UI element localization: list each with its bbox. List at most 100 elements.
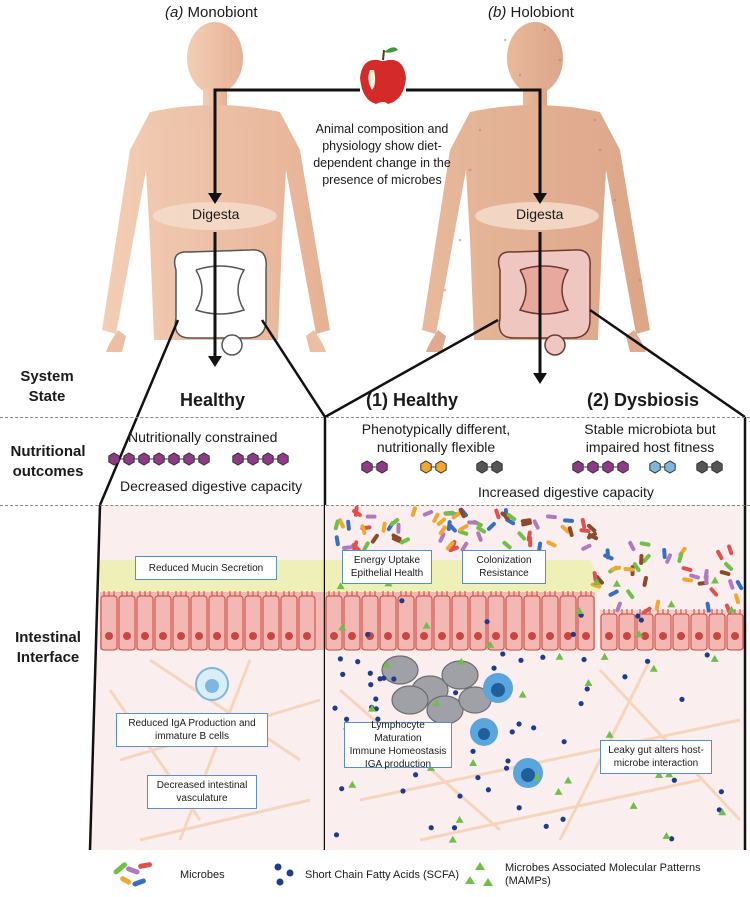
cell-nucleus [474, 632, 482, 640]
scfa-dot [399, 598, 405, 604]
epithelial-cell [172, 595, 190, 651]
separator-bottom [0, 505, 750, 506]
scfa-dot [470, 748, 476, 754]
epithelial-cell [451, 595, 469, 651]
cell-nucleus [213, 632, 221, 640]
scfa-dot [531, 725, 537, 731]
microbe [728, 579, 735, 590]
scfa-dot [475, 774, 481, 781]
flow-arrows [213, 88, 542, 375]
nutrient-hexagon [711, 460, 723, 474]
zoom-lines [98, 308, 746, 506]
microbe [517, 531, 527, 541]
nutrient-hexagon [153, 452, 165, 466]
microbe [500, 511, 510, 521]
scfa-dot [391, 676, 397, 682]
microbe [342, 545, 354, 550]
epithelial-cell [154, 595, 172, 651]
cell-nucleus [249, 632, 257, 640]
microbe [467, 520, 479, 525]
legend-mamp-icon [465, 862, 493, 886]
microbe [641, 606, 652, 615]
mamp-triangle [382, 660, 391, 668]
microbe [438, 532, 446, 543]
microbe [436, 517, 447, 526]
epithelial-cell [541, 595, 559, 651]
holobiont-header: (b) Holobiont [488, 4, 574, 21]
scfa-dot [570, 631, 576, 638]
scfa-dot [457, 793, 463, 799]
cell-nucleus [492, 632, 500, 640]
scfa-dot [516, 805, 522, 811]
scfa-dot [718, 789, 724, 795]
epithelial-cell [100, 595, 118, 651]
mamp-triangle [554, 787, 563, 795]
scfa-dot [412, 772, 419, 778]
scfa-dots [332, 598, 724, 842]
microbe [560, 524, 570, 534]
nutrient-hexagon [232, 452, 244, 466]
microbe [352, 509, 362, 517]
cell-nucleus [713, 632, 721, 640]
scfa-dot [491, 665, 497, 671]
microbe [528, 536, 533, 548]
nutrient-hexagon [649, 460, 661, 474]
epithelial-cell [505, 595, 523, 651]
scfa-dot [584, 686, 590, 692]
microbe [365, 514, 377, 519]
mamp-triangle [592, 578, 601, 586]
mamp-triangle [605, 730, 614, 738]
cell-nucleus [177, 632, 185, 640]
scfa-dot [375, 716, 381, 722]
microbe [665, 553, 672, 564]
mamp-triangle [629, 801, 638, 809]
microbe [545, 514, 557, 520]
microbe [639, 553, 644, 565]
scfa-dot [365, 631, 371, 638]
microbe [581, 543, 592, 551]
state-healthy-mono: Healthy [180, 390, 246, 410]
epithelial-cell [577, 595, 595, 651]
scfa-dot [339, 786, 345, 792]
epithelial-cell [262, 595, 280, 651]
scfa-dot [337, 656, 343, 662]
microbe [334, 535, 340, 547]
mamp-triangle [455, 815, 464, 823]
nutrient-hexagons [108, 452, 723, 474]
cell-nucleus [677, 632, 685, 640]
mamp-triangle [600, 652, 609, 660]
epithelial-cell [523, 595, 541, 651]
microbe [360, 524, 367, 535]
mamp-triangle [336, 582, 345, 590]
scfa-dot [540, 654, 546, 660]
microbe [458, 524, 469, 532]
nutrient-hexagon [262, 452, 274, 466]
microbe [735, 580, 744, 591]
mamp-triangle [718, 808, 727, 816]
cell-nucleus [641, 632, 649, 640]
digesta-band-right [475, 202, 599, 230]
scfa-dot [500, 651, 506, 657]
microbe [451, 511, 462, 520]
mamp-triangle [727, 605, 736, 613]
microbe [346, 519, 351, 531]
legend-scfa-label: Short Chain Fatty Acids (SCFA) [305, 869, 460, 881]
cell-nucleus [159, 632, 167, 640]
nutrient-hexagon [108, 452, 120, 466]
epithelial-cell [244, 595, 262, 651]
scfa-dot [367, 670, 373, 676]
microbe [458, 507, 466, 519]
scfa-dot [516, 721, 522, 727]
state-healthy-holo: (1) Healthy [366, 390, 459, 410]
box-mucin: Reduced Mucin Secretion [135, 556, 277, 580]
box-leaky: Leaky gut alters host-microbe interactio… [600, 740, 712, 774]
mamp-triangle [518, 690, 527, 698]
epithelial-cell [208, 595, 226, 651]
monobiont-header: (a) Monobiont [165, 4, 258, 21]
microbe [422, 509, 434, 517]
cell-nucleus [695, 632, 703, 640]
microbe [476, 525, 487, 534]
scfa-dot [581, 656, 587, 663]
